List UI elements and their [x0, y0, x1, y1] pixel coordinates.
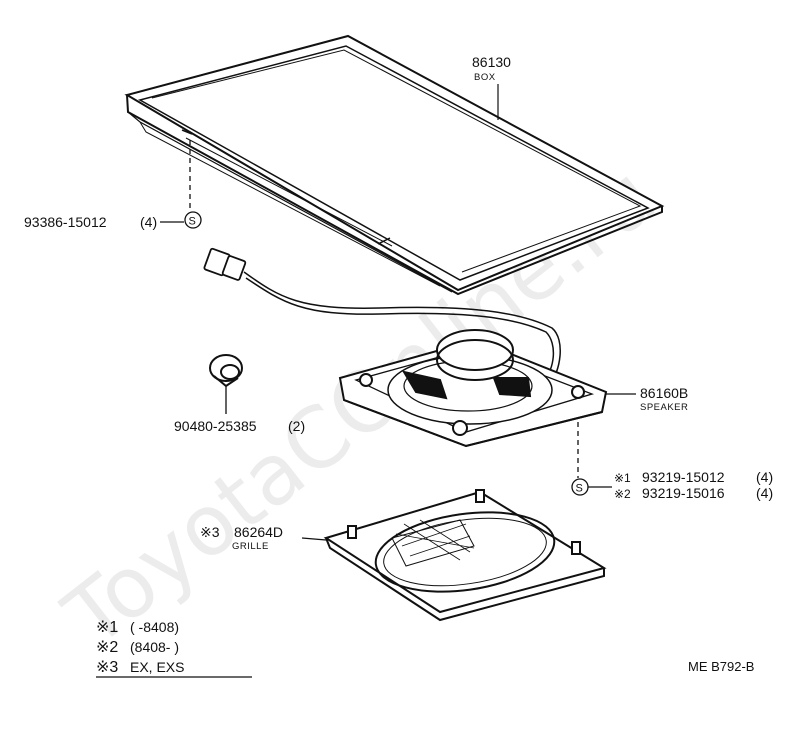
legend-text-3: EX, EXS [130, 659, 184, 675]
diagram-code: ME B792-B [688, 659, 754, 674]
speaker-part [338, 329, 608, 448]
legend-mark-2: ※2 [96, 639, 118, 656]
box-part-number: 86130 [472, 54, 511, 70]
wire-connector [203, 247, 561, 385]
grille-part-name: GRILLE [232, 541, 269, 552]
speaker-part-number: 86160B [640, 385, 688, 401]
box-screw-qty: (4) [140, 214, 157, 230]
speaker-part-name: SPEAKER [640, 402, 688, 413]
speaker-screw-symbol: S [576, 483, 583, 495]
legend-mark-1: ※1 [96, 619, 118, 636]
grille-leader [301, 537, 327, 541]
grille-part-number: 86264D [234, 524, 283, 540]
box-part-name: BOX [474, 72, 496, 83]
legend-text-2: (8408- ) [130, 639, 179, 655]
grommet-part [209, 354, 243, 388]
grille-mark: ※3 [200, 524, 220, 540]
speaker-screw-2-mark: ※2 [614, 487, 631, 501]
grille-part [323, 489, 607, 622]
legend-mark-3: ※3 [96, 659, 118, 676]
speaker-screw-1-number: 93219-15012 [642, 469, 725, 485]
legend-text-1: ( -8408) [130, 619, 179, 635]
grommet-qty: (2) [288, 418, 305, 434]
grommet-number: 90480-25385 [174, 418, 257, 434]
box-screw-symbol-circle [184, 211, 202, 229]
box-screw-symbol: S [189, 216, 196, 228]
speaker-screw-2-number: 93219-15016 [642, 485, 725, 501]
speaker-screw-2-qty: (4) [756, 485, 773, 501]
speaker-screw-1-mark: ※1 [614, 471, 631, 485]
box-screw-number: 93386-15012 [24, 214, 107, 230]
legend: ※1 ( -8408) ※2 (8408- ) ※3 EX, EXS [96, 619, 252, 678]
speaker-screw-1-qty: (4) [756, 469, 773, 485]
box-part [124, 34, 665, 296]
